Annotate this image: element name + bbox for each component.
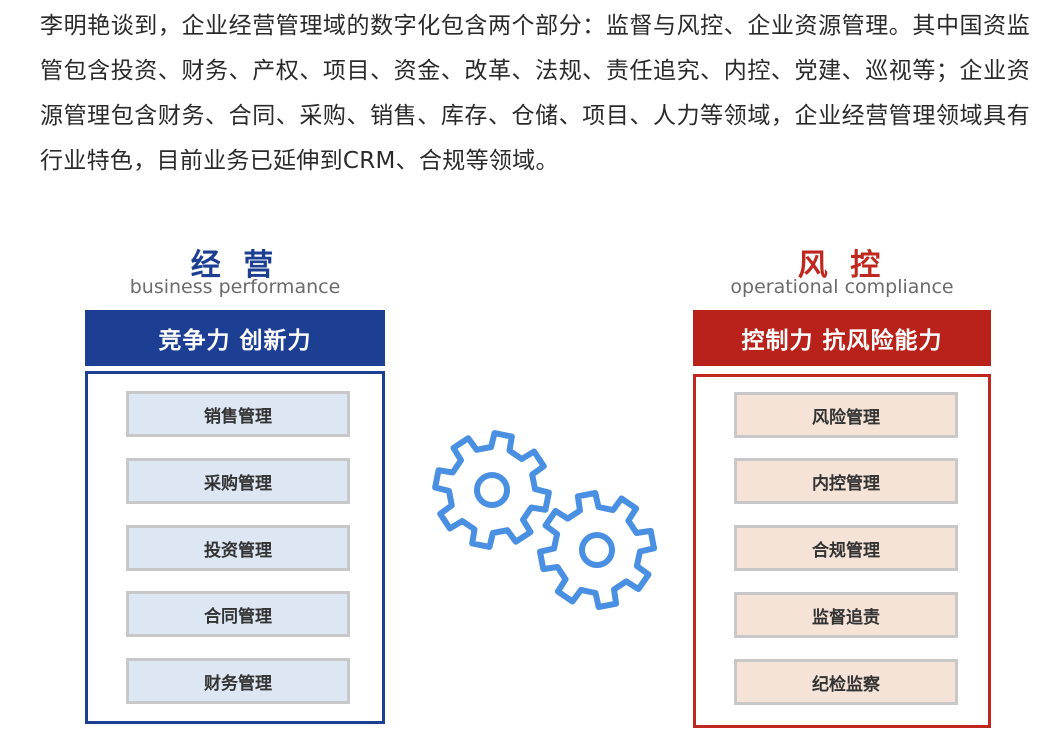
list-item: 监督追责 — [734, 592, 958, 638]
risk-title: 风 控 — [797, 248, 887, 283]
list-item: 合规管理 — [734, 525, 958, 571]
list-item: 风险管理 — [734, 392, 958, 438]
risk-panel: 风 控 operational compliance 控制力 抗风险能力 风险管… — [693, 240, 991, 730]
business-list: 销售管理 采购管理 投资管理 合同管理 财务管理 — [85, 371, 385, 724]
intro-paragraph: 李明艳谈到，企业经营管理域的数字化包含两个部分：监督与风控、企业资源管理。其中国… — [40, 13, 1030, 174]
risk-subtitle: operational compliance — [730, 276, 954, 298]
risk-list: 风险管理 内控管理 合规管理 监督追责 纪检监察 — [693, 374, 991, 728]
business-title: 经 营 — [190, 248, 280, 283]
list-item: 内控管理 — [734, 458, 958, 504]
list-item: 合同管理 — [126, 591, 350, 637]
gear-small — [537, 490, 657, 610]
business-header: 竞争力 创新力 — [85, 310, 385, 366]
gear-large — [432, 430, 552, 550]
list-item: 纪检监察 — [734, 659, 958, 705]
list-item: 销售管理 — [126, 391, 350, 437]
list-item: 采购管理 — [126, 458, 350, 504]
business-panel: 经 营 business performance 竞争力 创新力 销售管理 采购… — [85, 240, 385, 726]
gears-icon — [430, 428, 662, 614]
list-item: 投资管理 — [126, 525, 350, 571]
list-item: 财务管理 — [126, 658, 350, 704]
risk-header: 控制力 抗风险能力 — [693, 310, 991, 366]
business-subtitle: business performance — [129, 276, 341, 298]
